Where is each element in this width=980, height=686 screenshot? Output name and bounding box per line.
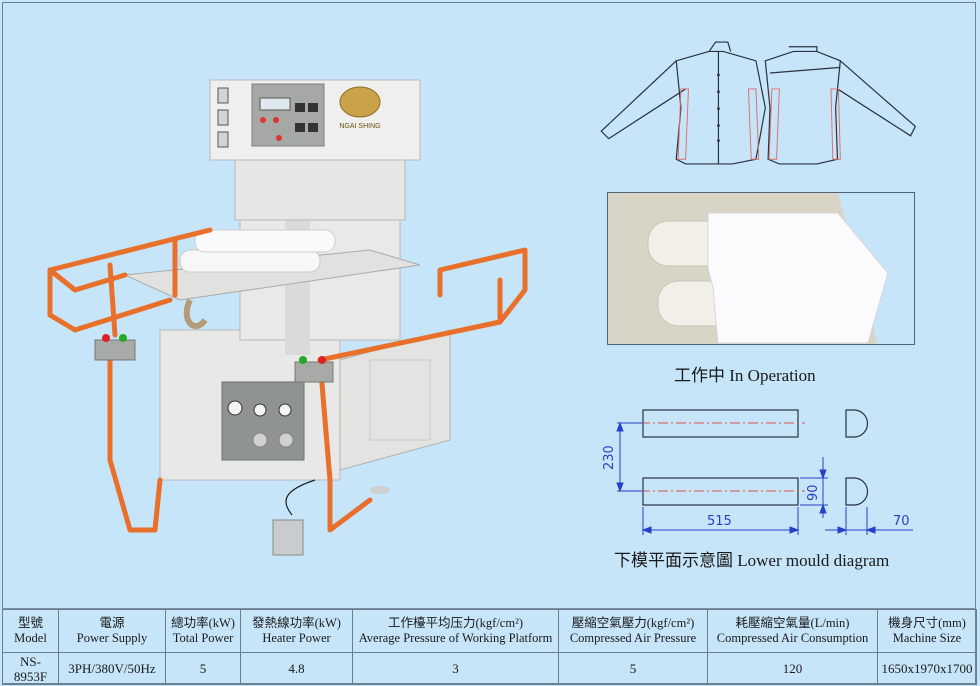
- header-zh: 型號: [17, 616, 43, 630]
- lower-mould: [179, 249, 321, 273]
- dim-length-label: 515: [707, 514, 732, 529]
- cell-total-power: 5: [165, 652, 241, 685]
- header-air-consumption: 耗壓縮空氣量(L/min)Compressed Air Consumption: [707, 609, 878, 653]
- stop-button[interactable]: [102, 334, 110, 342]
- start-button[interactable]: [119, 334, 127, 342]
- header-zh: 壓縮空氣壓力(kgf/cm²): [571, 616, 695, 630]
- header-en: Compressed Air Pressure: [569, 631, 697, 645]
- header-platform-pressure: 工作檯平均压力(kgf/cm²)Average Pressure of Work…: [352, 609, 559, 653]
- button-box-left: [94, 339, 136, 361]
- dim-spacing-label: 230: [602, 445, 617, 470]
- upper-press-head: [234, 159, 406, 221]
- header-en: Compressed Air Consumption: [716, 631, 869, 645]
- button-box-right: [294, 361, 334, 383]
- header-total-power: 總功率(kW)Total Power: [165, 609, 241, 653]
- shirt-front: [675, 50, 766, 165]
- cell-heater-power: 4.8: [240, 652, 353, 685]
- dim-height-label: 90: [806, 484, 821, 501]
- in-operation-photo: [607, 192, 915, 345]
- regulator-knob-icon: [278, 432, 294, 448]
- lcd-display: [259, 97, 291, 111]
- stop-button[interactable]: [318, 356, 326, 364]
- header-zh: 工作檯平均压力(kgf/cm²): [388, 616, 523, 630]
- pressure-gauge-icon: [253, 403, 267, 417]
- header-zh: 耗壓縮空氣量(L/min): [735, 616, 850, 630]
- table-row: NS-8953F 3PH/380V/50Hz 5 4.8 3 5 120 165…: [2, 652, 977, 685]
- foot-pedal[interactable]: [272, 519, 304, 556]
- lower-mould: [194, 229, 336, 253]
- control-panel: [251, 83, 325, 147]
- cell-model: NS-8953F: [2, 652, 59, 685]
- dim-width-label: 70: [893, 514, 910, 529]
- pressure-gauge-icon: [278, 403, 292, 417]
- in-operation-caption: 工作中 In Operation: [674, 366, 816, 385]
- pressure-gauge-icon: [227, 400, 243, 416]
- safety-rail: [47, 227, 528, 533]
- cell-machine-size: 1650x1970x1700: [877, 652, 977, 685]
- cell-air-consumption: 120: [707, 652, 878, 685]
- shirt-pressing-diagram: [600, 41, 917, 165]
- in-operation-illustration: [608, 193, 914, 344]
- header-en: Machine Size: [892, 631, 962, 645]
- cell-power-supply: 3PH/380V/50Hz: [58, 652, 166, 685]
- lower-mould-caption: 下模平面示意圖 Lower mould diagram: [614, 551, 890, 570]
- pressing-zone-highlight: [677, 88, 841, 160]
- header-zh: 總功率(kW): [171, 616, 235, 630]
- header-air-pressure: 壓縮空氣壓力(kgf/cm²)Compressed Air Pressure: [558, 609, 708, 653]
- lower-mould-diagram: 230 515 90 70: [602, 409, 913, 535]
- gauge-panel: [221, 381, 305, 461]
- header-zh: 機身尺寸(mm): [888, 616, 966, 630]
- header-zh: 發熱線功率(kW): [252, 616, 341, 630]
- mould-profile-bottom: [845, 477, 869, 506]
- header-zh: 電源: [99, 616, 125, 630]
- header-heater-power: 發熱線功率(kW)Heater Power: [240, 609, 353, 653]
- brand-plate: NGAI SHING: [339, 123, 380, 130]
- header-en: Heater Power: [262, 631, 331, 645]
- header-en: Average Pressure of Working Platform: [358, 631, 553, 645]
- brand-emblem-icon: [339, 86, 381, 118]
- header-en: Model: [14, 631, 47, 645]
- header-en: Power Supply: [76, 631, 148, 645]
- header-en: Total Power: [172, 631, 234, 645]
- header-machine-size: 機身尺寸(mm)Machine Size: [877, 609, 977, 653]
- mould-profile-top: [845, 409, 869, 438]
- machine-photo: NGAI SHING: [47, 79, 528, 556]
- regulator-knob-icon: [252, 432, 268, 448]
- cell-platform-pressure: 3: [352, 652, 559, 685]
- cell-air-pressure: 5: [558, 652, 708, 685]
- start-button[interactable]: [299, 356, 307, 364]
